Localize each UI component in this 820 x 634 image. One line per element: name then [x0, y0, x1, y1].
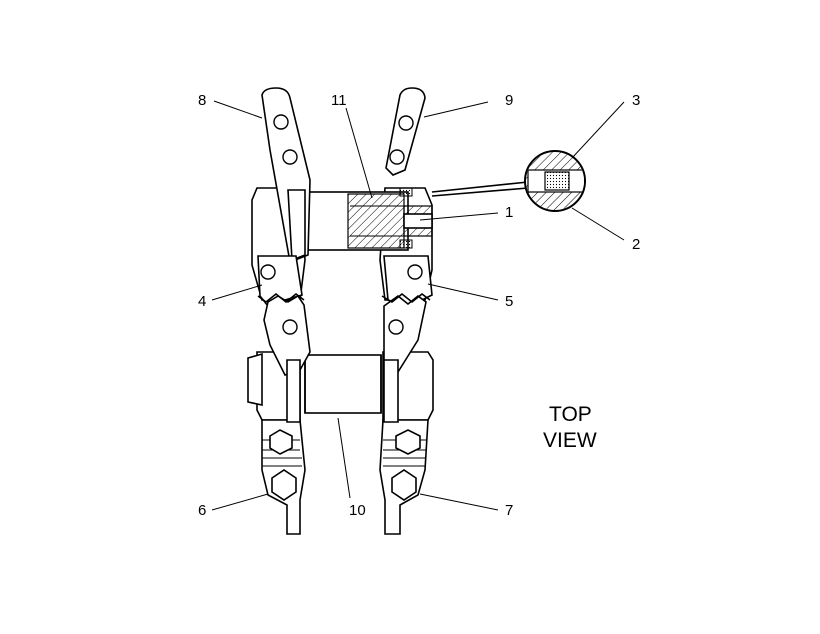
lever-arm-8 — [261, 87, 311, 264]
callout-7: 7 — [505, 502, 513, 519]
callout-3: 3 — [632, 92, 640, 109]
callout-2: 2 — [632, 236, 640, 253]
callout-1: 1 — [505, 204, 513, 221]
lever-4 — [257, 255, 311, 423]
view-label-line2: VIEW — [543, 429, 597, 452]
view-label-line1: TOP — [549, 403, 592, 426]
lever-5 — [381, 255, 433, 423]
callout-8: 8 — [198, 92, 206, 109]
callout-10: 10 — [349, 502, 366, 519]
lower-cross-pin — [304, 354, 382, 414]
callout-4: 4 — [198, 293, 206, 310]
lever-arm-9 — [385, 87, 426, 176]
upper-cross-pin — [297, 187, 433, 251]
callout-9: 9 — [505, 92, 513, 109]
callout-6: 6 — [198, 502, 206, 519]
leader-lines — [211, 100, 625, 511]
callout-11: 11 — [331, 92, 347, 109]
callout-5: 5 — [505, 293, 513, 310]
detail-circle — [431, 150, 586, 212]
